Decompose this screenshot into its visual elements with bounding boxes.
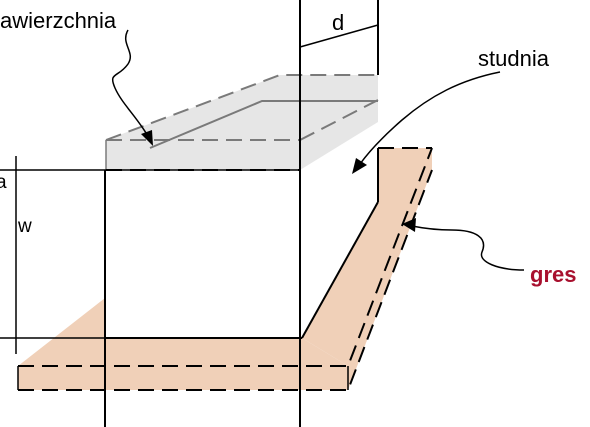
stoneware-layer <box>17 147 433 391</box>
well-slope-line <box>301 201 379 339</box>
dimension-d-label: d <box>332 10 344 35</box>
well-walls <box>105 148 379 339</box>
well-leader-line <box>359 71 501 165</box>
guide-lines <box>104 0 379 427</box>
well-label: studnia <box>478 46 550 71</box>
surface-slab <box>105 74 379 171</box>
surface-slab-top <box>106 75 378 140</box>
dimension-d: d <box>299 10 379 48</box>
dimension-w: w a <box>0 156 300 354</box>
dimension-w-label: w <box>17 216 32 237</box>
surface-annotation: awierzchnia <box>0 8 153 146</box>
surface-label: awierzchnia <box>0 8 117 33</box>
stoneware-label: gres <box>530 262 576 287</box>
surface-slab-front <box>106 100 378 170</box>
well-leader-arrowhead <box>352 158 367 174</box>
stoneware-annotation: gres <box>402 218 576 287</box>
surface-leader-arrowhead <box>141 130 153 146</box>
surface-slab-top-dashed-outline <box>105 74 378 141</box>
stoneware-bottom-dashed-edge <box>18 169 433 391</box>
stoneware-leader-line <box>411 225 525 271</box>
well-annotation: studnia <box>352 46 550 174</box>
dimension-d-line <box>299 24 379 48</box>
surface-leader-line <box>111 29 150 139</box>
stoneware-top-dashed-edge <box>18 147 433 367</box>
stoneware-bottom-band <box>18 298 348 390</box>
stoneware-leader-arrowhead <box>402 218 416 232</box>
surface-slab-inner-solid-line <box>149 100 378 149</box>
surface-slab-right-dashed-line <box>299 99 379 141</box>
left-edge-mark-label: a <box>0 172 7 193</box>
stoneware-right-band <box>302 148 432 390</box>
